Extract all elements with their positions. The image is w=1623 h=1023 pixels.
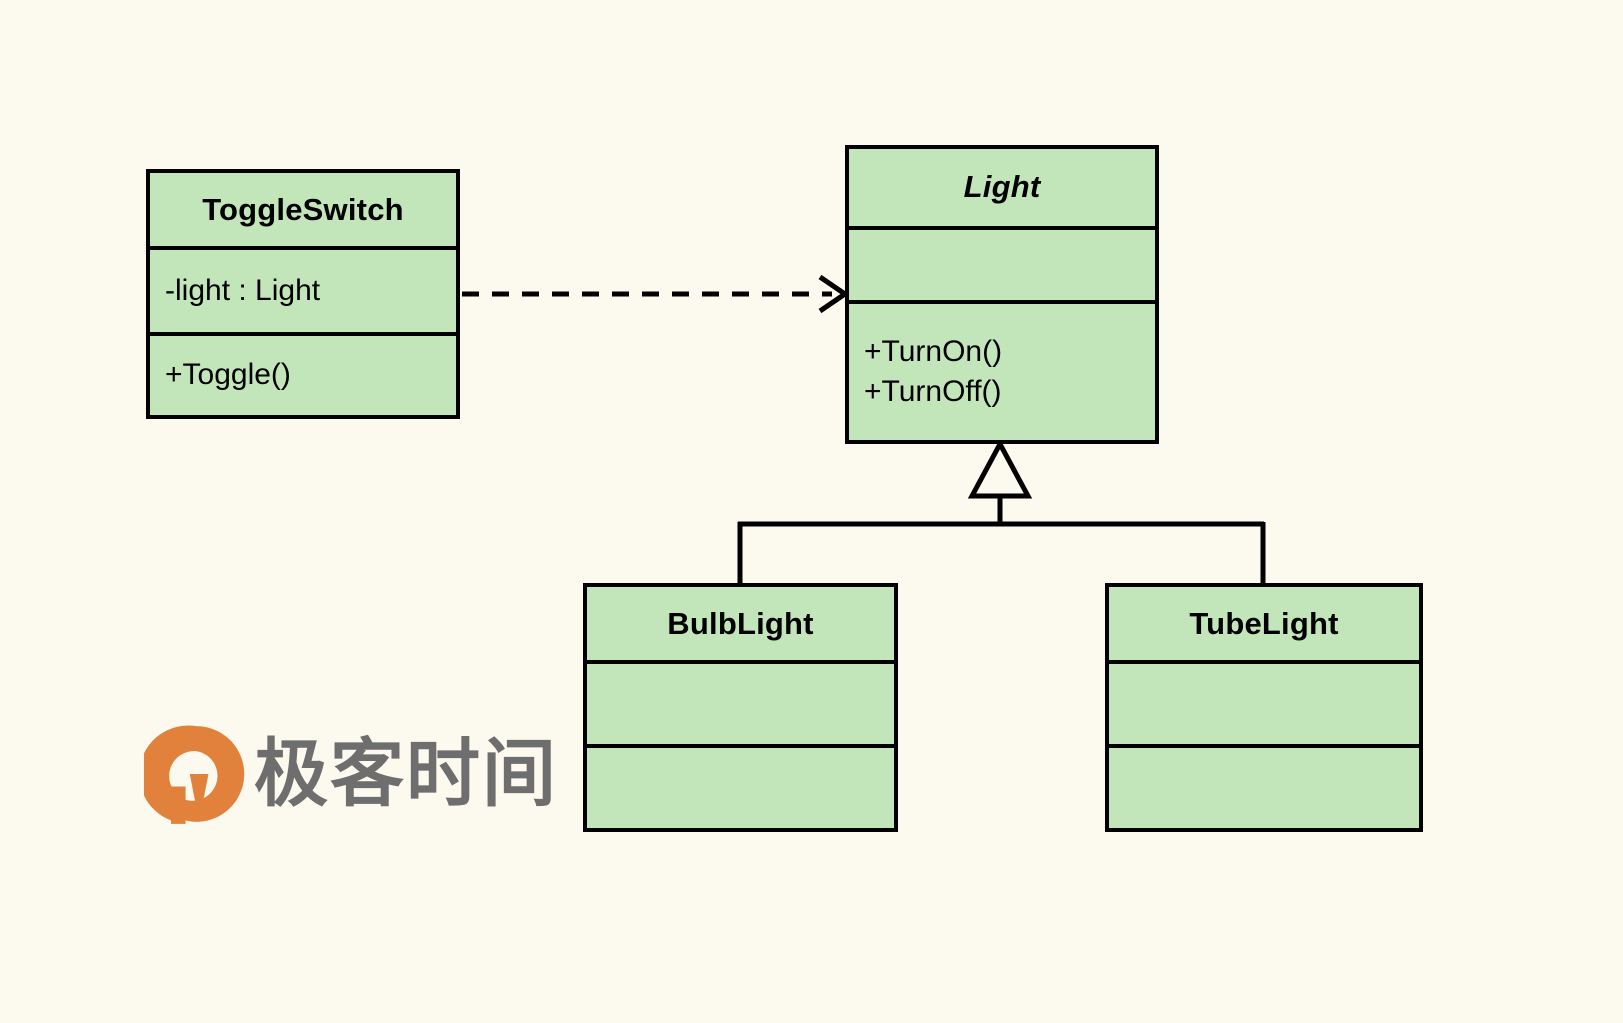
class-name-light: Light (963, 169, 1041, 205)
geekbang-logo-icon (144, 725, 245, 824)
class-title-compartment: TubeLight (1109, 587, 1419, 661)
class-operations-compartment (587, 743, 894, 829)
class-box-toggleswitch[interactable]: ToggleSwitch -light : Light +Toggle() (146, 169, 460, 419)
class-attribute-line: -light : Light (165, 273, 321, 307)
class-name-bulblight: BulbLight (667, 605, 814, 641)
class-name-toggleswitch: ToggleSwitch (202, 191, 404, 227)
class-attributes-compartment (1109, 660, 1419, 744)
class-operations-compartment: +Toggle() (150, 331, 456, 415)
dependency-toggleswitch-light (462, 274, 850, 314)
class-name-tubelight: TubeLight (1189, 605, 1339, 641)
geekbang-logo-text: 极客时间 (254, 731, 558, 817)
class-box-light[interactable]: Light +TurnOn() +TurnOff() (845, 145, 1159, 444)
class-title-compartment: Light (849, 149, 1155, 226)
class-attributes-compartment: -light : Light (150, 246, 456, 332)
class-title-compartment: ToggleSwitch (150, 173, 456, 247)
generalization-hollow-triangle (967, 438, 1033, 499)
logo-pointer (189, 774, 209, 822)
class-operations-compartment (1109, 743, 1419, 829)
class-title-compartment: BulbLight (587, 587, 894, 661)
class-operation-line: +TurnOn() +TurnOff() (864, 335, 1003, 408)
logo-ring (144, 725, 245, 823)
class-operation-line: +Toggle() (165, 358, 291, 392)
class-box-tubelight[interactable]: TubeLight (1105, 583, 1423, 832)
generalization-tree (737, 438, 1266, 585)
class-attributes-compartment (849, 225, 1155, 300)
class-box-bulblight[interactable]: BulbLight (583, 583, 898, 832)
class-operations-compartment: +TurnOn() +TurnOff() (849, 299, 1155, 440)
geekbang-watermark: 极客时间 (144, 718, 564, 830)
class-attributes-compartment (587, 660, 894, 744)
logo-tail (171, 786, 186, 824)
